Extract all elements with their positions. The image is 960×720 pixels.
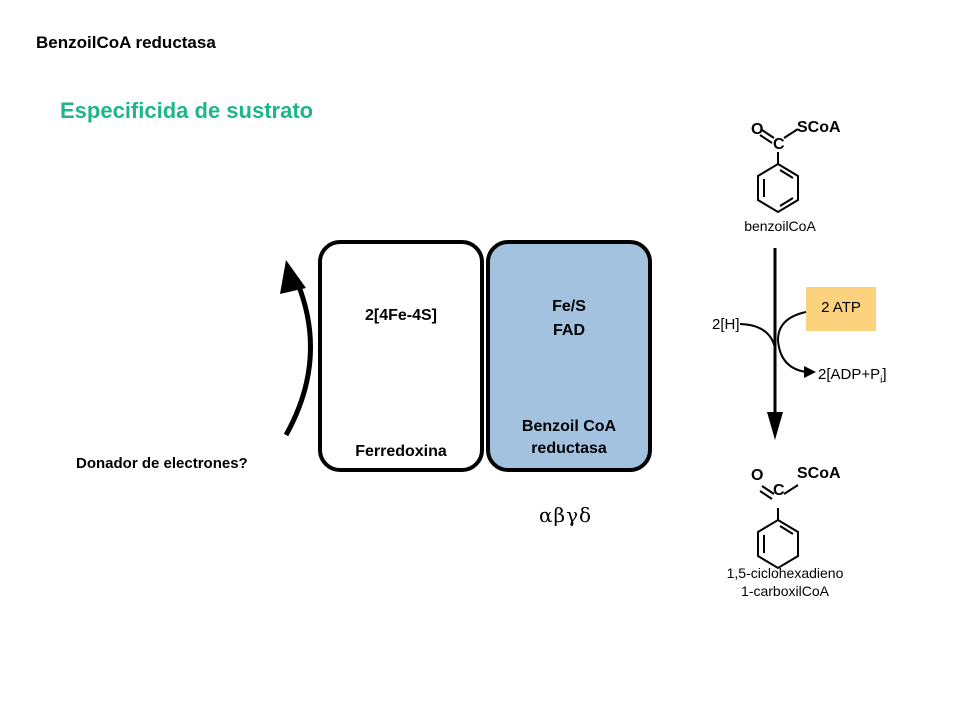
benzoyl-coa-structure: [757, 128, 799, 214]
product-label-line1: 1,5-ciclohexadieno: [726, 565, 844, 581]
product-oxygen: O: [751, 467, 764, 484]
reductant-label: 2[H]: [712, 316, 740, 333]
substrate-carbon: C: [773, 136, 785, 153]
substrate-label: benzoilCoA: [744, 218, 816, 234]
fes-cofactor: Fe/S: [552, 298, 586, 315]
electron-donor-label: Donador de electrones?: [76, 455, 248, 472]
adp-subscript: i: [880, 375, 883, 386]
adp-close: ]: [882, 366, 887, 383]
ferredoxin-name: Ferredoxina: [355, 443, 447, 460]
reductase-name-line2: reductasa: [531, 440, 607, 457]
adp-label: 2[ADP+Pi]: [818, 366, 887, 386]
product-scoa: SCoA: [797, 465, 841, 482]
reductase-name-line1: Benzoil CoA: [521, 418, 617, 435]
product-carbon: C: [773, 482, 785, 499]
subtitle: Especificida de sustrato: [60, 98, 314, 123]
substrate-scoa: SCoA: [797, 119, 841, 136]
adp-text: 2[ADP+P: [818, 366, 881, 383]
electron-flow-arrow: [280, 260, 313, 437]
product-structure: [757, 484, 799, 570]
subunit-symbols: αβγδ: [539, 503, 593, 527]
product-label-line2: 1-carboxilCoA: [741, 583, 829, 599]
benzoyl-coa-reductase-box: [486, 240, 652, 472]
ferredoxin-box: [318, 240, 484, 472]
ferredoxin-cofactor: 2[4Fe-4S]: [364, 307, 438, 324]
fad-cofactor: FAD: [553, 322, 585, 339]
atp-label: 2 ATP: [821, 299, 861, 316]
header-title: BenzoilCoA reductasa: [36, 33, 216, 52]
atp-box: [806, 287, 876, 331]
substrate-oxygen: O: [751, 121, 764, 138]
reaction-arrows: [739, 248, 816, 440]
